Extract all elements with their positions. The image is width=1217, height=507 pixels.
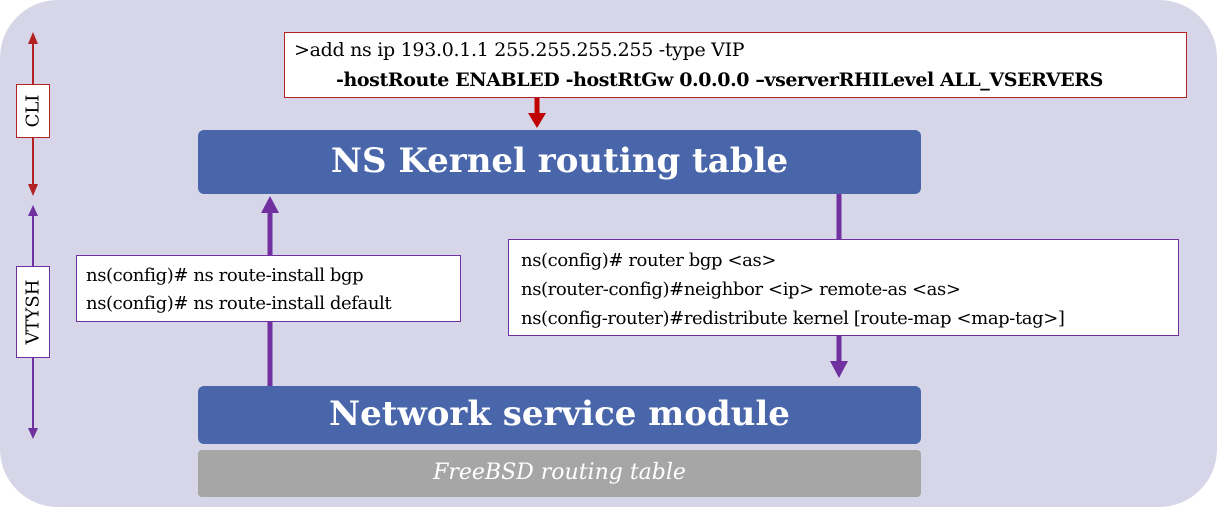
cli-label-text: CLI [22, 94, 44, 128]
bgp-command-2: ns(router-config)#neighbor <ip> remote-a… [521, 279, 961, 300]
freebsd-routing-table-box: FreeBSD routing table [198, 450, 921, 497]
network-service-module-box: Network service module [198, 386, 921, 444]
cli-command-line-2: -hostRoute ENABLED -hostRtGw 0.0.0.0 –vs… [336, 69, 1103, 91]
cli-command-box: >add ns ip 193.0.1.1 255.255.255.255 -ty… [284, 32, 1187, 98]
bgp-commands-box: ns(config)# router bgp <as> ns(router-co… [508, 239, 1179, 336]
route-install-command-2: ns(config)# ns route-install default [86, 293, 392, 314]
cli-to-kernel-arrow [528, 98, 546, 128]
route-install-commands-box: ns(config)# ns route-install bgp ns(conf… [76, 255, 461, 322]
cli-label: CLI [16, 84, 50, 138]
kernel-routing-table-box: NS Kernel routing table [198, 130, 921, 194]
vtysh-label: VTYSH [16, 266, 50, 358]
bgp-command-3: ns(config-router)#redistribute kernel [r… [521, 308, 1065, 329]
route-install-command-1: ns(config)# ns route-install bgp [86, 265, 364, 286]
vtysh-label-text: VTYSH [22, 279, 44, 345]
bgp-command-1: ns(config)# router bgp <as> [521, 250, 776, 271]
cli-command-line-1: >add ns ip 193.0.1.1 255.255.255.255 -ty… [294, 39, 745, 61]
